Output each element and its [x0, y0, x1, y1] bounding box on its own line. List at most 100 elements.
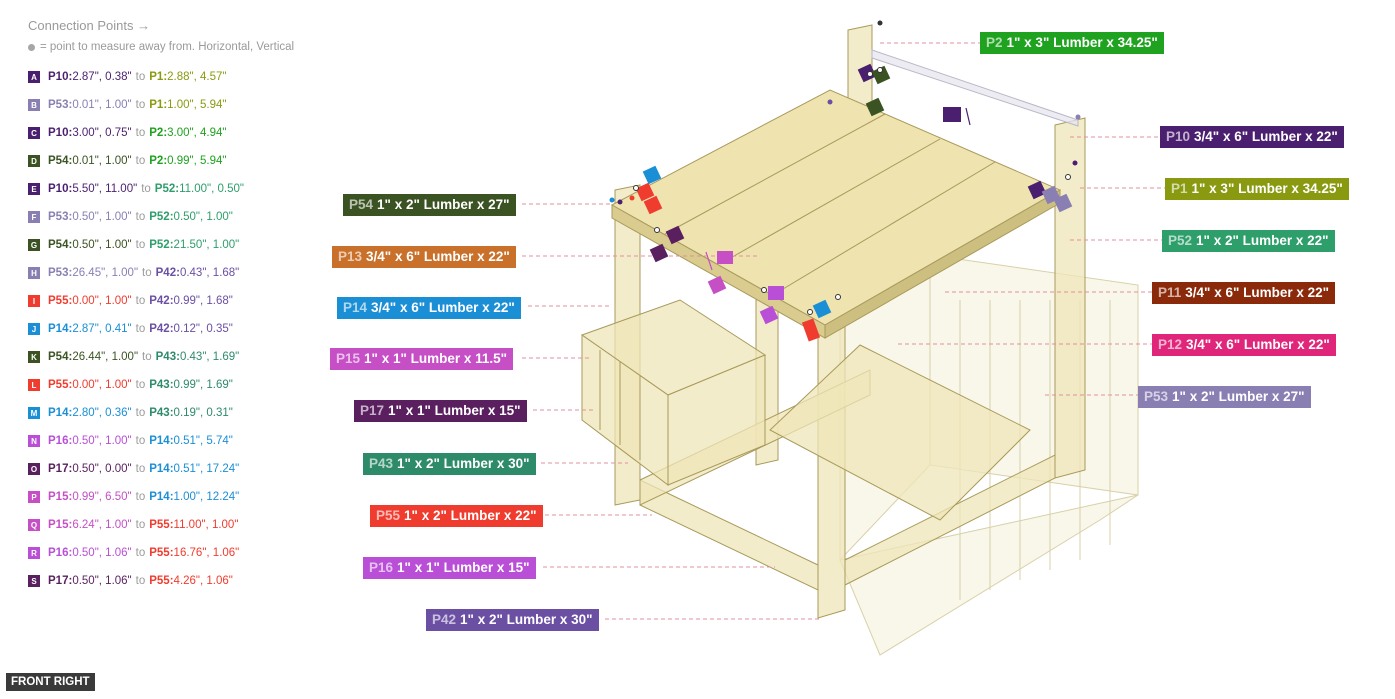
to-part-id: P1 — [149, 99, 164, 111]
ghost-cabinet-front — [839, 494, 1139, 656]
marker-lkm-cluster[interactable] — [609, 165, 663, 215]
to-value: 11.00", 0.50" — [179, 183, 244, 195]
back-right-post — [1054, 117, 1086, 479]
to-part-id: P55 — [149, 547, 170, 559]
to-word: to — [135, 239, 146, 251]
to-part-id: P14 — [149, 491, 170, 503]
part-id: P11 — [1158, 285, 1182, 300]
separator: : — [68, 463, 73, 475]
legend-note: = point to measure away from. Horizontal… — [28, 41, 328, 53]
from-value: 5.50", 11.00" — [72, 183, 138, 195]
part-desc: 3/4" x 6" Lumber x 22" — [366, 249, 510, 264]
to-word: to — [135, 519, 146, 531]
part-id: P17 — [360, 403, 385, 418]
connection-badge: R — [28, 547, 40, 559]
part-id: P55 — [376, 508, 401, 523]
from-part-id: P14 — [48, 407, 69, 419]
marker-e[interactable] — [943, 107, 971, 126]
to-part-id: P2 — [149, 127, 164, 139]
from-value: 2.87", 0.41" — [72, 323, 132, 335]
view-label[interactable]: FRONT RIGHT — [6, 673, 95, 691]
board-seam — [664, 113, 886, 235]
to-value: 0.99", 1.69" — [173, 379, 233, 391]
to-word: to — [135, 211, 146, 223]
part-desc: 1" x 2" Lumber x 30" — [397, 456, 530, 471]
marker-pq-cluster[interactable] — [705, 251, 733, 295]
from-value: 2.87", 0.38" — [72, 71, 132, 83]
separator: : — [163, 155, 168, 167]
marker-cd-cluster[interactable] — [827, 20, 1081, 120]
part-id: P14 — [343, 300, 368, 315]
from-part-id: P16 — [48, 435, 69, 447]
separator: : — [163, 127, 168, 139]
marker-nr-cluster[interactable] — [759, 286, 784, 325]
from-value: 0.50", 1.06" — [72, 547, 132, 559]
rod-back — [871, 49, 1079, 127]
separator: : — [68, 295, 73, 307]
separator: : — [169, 463, 174, 475]
separator: : — [175, 183, 180, 195]
from-part-id: P53 — [48, 211, 69, 223]
separator: : — [169, 295, 174, 307]
separator: : — [176, 267, 180, 279]
from-part-id: P10 — [48, 71, 69, 83]
separator: : — [68, 127, 73, 139]
marker-abf-cluster[interactable] — [1027, 160, 1078, 213]
connection-badge: D — [28, 155, 40, 167]
from-part-id: P54 — [48, 239, 69, 251]
part-id: P16 — [369, 560, 394, 575]
to-part-id: P14 — [149, 463, 170, 475]
part-desc: 1" x 3" Lumber x 34.25" — [1006, 35, 1158, 50]
marker-jhi-cluster[interactable] — [801, 294, 841, 342]
from-value: 0.50", 1.06" — [72, 575, 132, 587]
to-word: to — [141, 183, 151, 195]
marker-os-cluster[interactable] — [649, 225, 685, 263]
separator: : — [176, 351, 180, 363]
from-part-id: P14 — [48, 323, 69, 335]
to-word: to — [135, 407, 146, 419]
part-desc: 3/4" x 6" Lumber x 22" — [1194, 129, 1338, 144]
to-word: to — [135, 491, 146, 503]
from-value: 0.00", 1.00" — [72, 379, 132, 391]
from-part-id: P54 — [48, 155, 69, 167]
separator: : — [68, 547, 73, 559]
separator: : — [169, 379, 174, 391]
board-seam — [772, 161, 996, 296]
